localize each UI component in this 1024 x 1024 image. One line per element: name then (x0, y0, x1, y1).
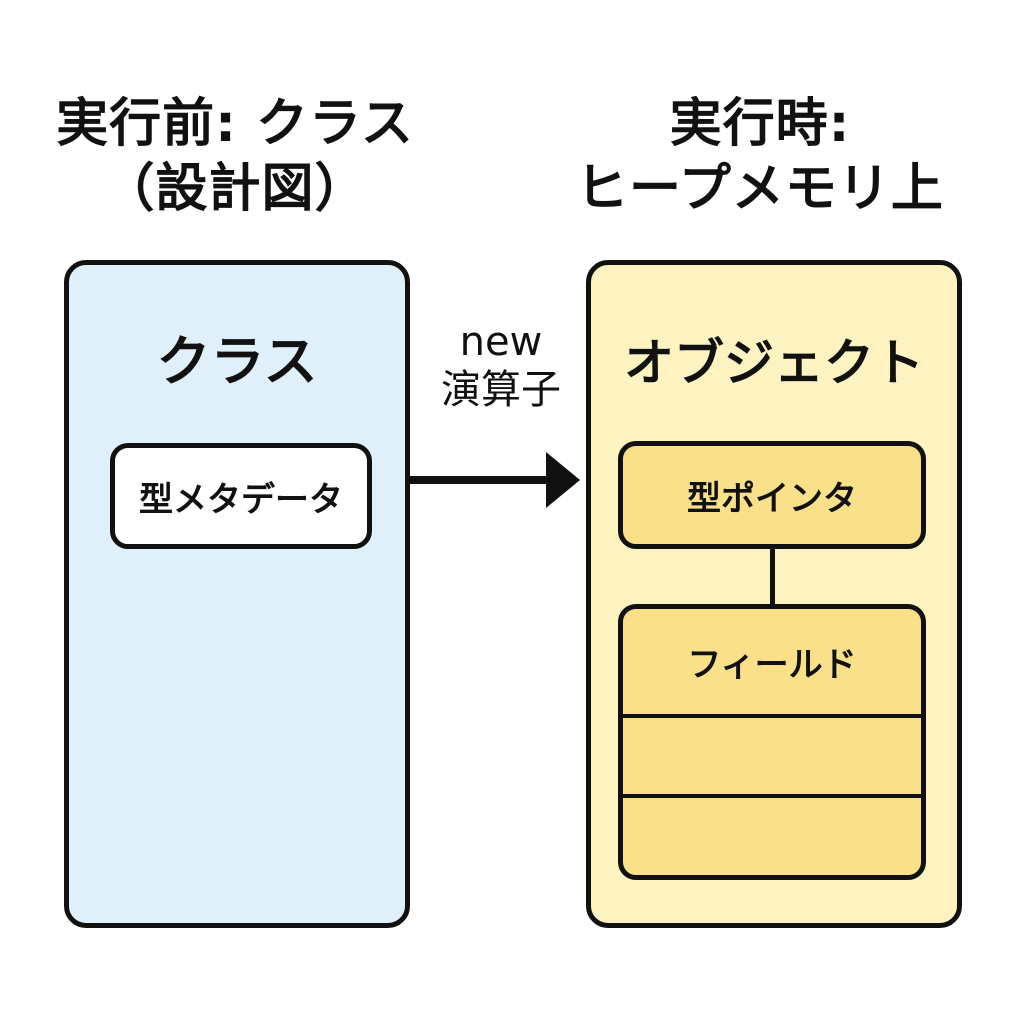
class-panel: クラス (64, 260, 410, 928)
type-pointer-connector (770, 549, 775, 604)
field-row (623, 798, 921, 875)
pre-execution-heading-line1: 実行前: クラス (56, 94, 414, 154)
pre-execution-heading: 実行前: クラス （設計図） (30, 92, 440, 222)
type-pointer-box: 型ポインタ (618, 441, 926, 549)
object-panel-title: オブジェクト (624, 334, 924, 392)
arrow-head-icon (546, 452, 580, 508)
new-operator-arrow (410, 452, 580, 508)
type-metadata-box: 型メタデータ (110, 443, 372, 549)
field-row (623, 718, 921, 798)
pre-execution-heading-line2: （設計図） (102, 159, 368, 219)
new-operator-label-line1: new (459, 319, 543, 365)
runtime-heading: 実行時: ヒープメモリ上 (530, 92, 990, 222)
runtime-heading-line1: 実行時: (669, 94, 851, 154)
new-operator-label: new 演算子 (418, 318, 584, 414)
class-panel-title: クラス (156, 330, 318, 393)
field-row-header: フィールド (623, 609, 921, 718)
runtime-heading-line2: ヒープメモリ上 (576, 159, 944, 219)
fields-box: フィールド (618, 604, 926, 880)
new-operator-label-line2: 演算子 (441, 367, 561, 413)
